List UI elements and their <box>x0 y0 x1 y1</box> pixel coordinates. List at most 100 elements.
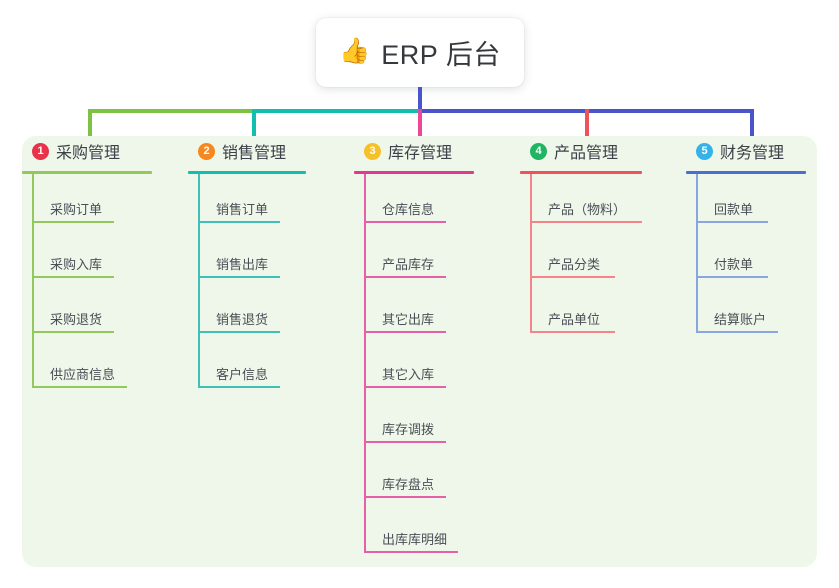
list-item-label: 销售出库 <box>216 257 269 272</box>
column-spine-sales <box>198 174 200 388</box>
list-item-label: 产品单位 <box>548 312 601 327</box>
mindmap-panel: 1 采购管理采购订单采购入库采购退货供应商信息 2 销售管理销售订单销售出库销售退货客… <box>22 136 817 567</box>
list-item-label: 产品分类 <box>548 257 601 272</box>
list-item-label: 客户信息 <box>216 367 269 382</box>
column-items-product: 产品（物料） 产品分类产品单位 <box>520 174 682 339</box>
column-items-purchase: 采购订单采购入库采购退货供应商信息 <box>22 174 192 394</box>
connector-bus-segment-sales <box>252 109 420 113</box>
list-item[interactable]: 客户信息 <box>188 339 346 394</box>
list-item[interactable]: 付款单 <box>686 229 839 284</box>
list-item-underline <box>530 276 615 278</box>
list-item[interactable]: 销售订单 <box>188 174 346 229</box>
column-spine-purchase <box>32 174 34 388</box>
list-item-label: 供应商信息 <box>50 367 116 382</box>
list-item[interactable]: 产品库存 <box>354 229 514 284</box>
column-items-inventory: 仓库信息产品库存其它出库其它入库库存调拨库存盘点出库库明细 <box>354 174 514 559</box>
list-item-label: 采购入库 <box>50 257 103 272</box>
list-item-underline <box>696 331 778 333</box>
list-item-underline <box>364 496 446 498</box>
list-item[interactable]: 产品分类 <box>520 229 682 284</box>
list-item-underline <box>32 276 114 278</box>
list-item[interactable]: 其它入库 <box>354 339 514 394</box>
list-item[interactable]: 出库库明细 <box>354 504 514 559</box>
list-item[interactable]: 回款单 <box>686 174 839 229</box>
column-items-finance: 回款单付款单结算账户 <box>686 174 839 339</box>
list-item-underline <box>198 386 280 388</box>
list-item-underline <box>32 386 127 388</box>
connector-bus-segment-purchase <box>88 109 254 113</box>
list-item-underline <box>198 331 280 333</box>
list-item[interactable]: 供应商信息 <box>22 339 192 394</box>
connector-stub-sales <box>252 109 256 138</box>
column-items-sales: 销售订单销售出库销售退货客户信息 <box>188 174 346 394</box>
list-item-underline <box>364 386 446 388</box>
list-item[interactable]: 采购入库 <box>22 229 192 284</box>
thumbs-up-icon: 👍 <box>339 37 371 65</box>
column-purchase: 1 采购管理采购订单采购入库采购退货供应商信息 <box>22 136 192 394</box>
list-item[interactable]: 结算账户 <box>686 284 839 339</box>
column-spine-finance <box>696 174 698 333</box>
list-item-label: 其它入库 <box>382 367 435 382</box>
column-badge-purchase: 1 <box>32 142 49 160</box>
column-underline-product <box>520 171 642 174</box>
column-sales: 2 销售管理销售订单销售出库销售退货客户信息 <box>188 136 346 394</box>
list-item[interactable]: 其它出库 <box>354 284 514 339</box>
list-item-label: 其它出库 <box>382 312 435 327</box>
column-product: 4 产品管理产品（物料） 产品分类产品单位 <box>520 136 682 339</box>
connector-stub-product <box>585 109 589 138</box>
column-underline-sales <box>188 171 306 174</box>
list-item-underline <box>696 221 768 223</box>
list-item-label: 付款单 <box>714 257 754 272</box>
list-item-underline <box>696 276 768 278</box>
connector-stub-purchase <box>88 109 92 138</box>
list-item[interactable]: 销售退货 <box>188 284 346 339</box>
column-header-product[interactable]: 4 产品管理 <box>520 136 682 166</box>
list-item-label: 采购退货 <box>50 312 103 327</box>
connector-stub-finance <box>750 109 754 138</box>
column-title-finance: 财务管理 <box>720 145 785 162</box>
list-item[interactable]: 产品（物料） <box>520 174 682 229</box>
list-item-underline <box>32 221 114 223</box>
list-item-label: 销售退货 <box>216 312 269 327</box>
column-header-purchase[interactable]: 1 采购管理 <box>22 136 192 166</box>
column-underline-inventory <box>354 171 474 174</box>
list-item[interactable]: 采购订单 <box>22 174 192 229</box>
column-title-sales: 销售管理 <box>222 145 287 162</box>
list-item-label: 销售订单 <box>216 202 269 217</box>
list-item-label: 出库库明细 <box>382 532 448 547</box>
column-title-product: 产品管理 <box>554 145 619 162</box>
list-item-underline <box>364 441 446 443</box>
column-header-inventory[interactable]: 3 库存管理 <box>354 136 514 166</box>
column-spine-inventory <box>364 174 366 553</box>
list-item-underline <box>364 221 446 223</box>
list-item-underline <box>530 331 615 333</box>
list-item-label: 结算账户 <box>714 312 767 327</box>
column-header-sales[interactable]: 2 销售管理 <box>188 136 346 166</box>
root-node-content: 👍 ERP 后台 <box>339 33 501 72</box>
list-item-underline <box>198 221 280 223</box>
list-item[interactable]: 采购退货 <box>22 284 192 339</box>
column-title-inventory: 库存管理 <box>388 145 453 162</box>
list-item-label: 回款单 <box>714 202 754 217</box>
list-item[interactable]: 仓库信息 <box>354 174 514 229</box>
list-item[interactable]: 产品单位 <box>520 284 682 339</box>
column-badge-product: 4 <box>530 142 547 160</box>
connector-stub-inventory <box>418 109 422 138</box>
list-item-label: 库存调拨 <box>382 422 435 437</box>
column-badge-inventory: 3 <box>364 142 381 160</box>
list-item-underline <box>364 276 446 278</box>
list-item-label: 产品库存 <box>382 257 435 272</box>
root-node-title: ERP 后台 <box>381 40 501 70</box>
list-item[interactable]: 库存调拨 <box>354 394 514 449</box>
list-item-label: 库存盘点 <box>382 477 435 492</box>
root-node-card[interactable]: 👍 ERP 后台 <box>316 18 524 87</box>
list-item-label: 产品（物料） <box>548 202 627 217</box>
list-item-underline <box>530 221 642 223</box>
list-item[interactable]: 库存盘点 <box>354 449 514 504</box>
list-item[interactable]: 销售出库 <box>188 229 346 284</box>
column-badge-sales: 2 <box>198 142 215 160</box>
column-title-purchase: 采购管理 <box>56 145 121 162</box>
column-underline-purchase <box>22 171 152 174</box>
